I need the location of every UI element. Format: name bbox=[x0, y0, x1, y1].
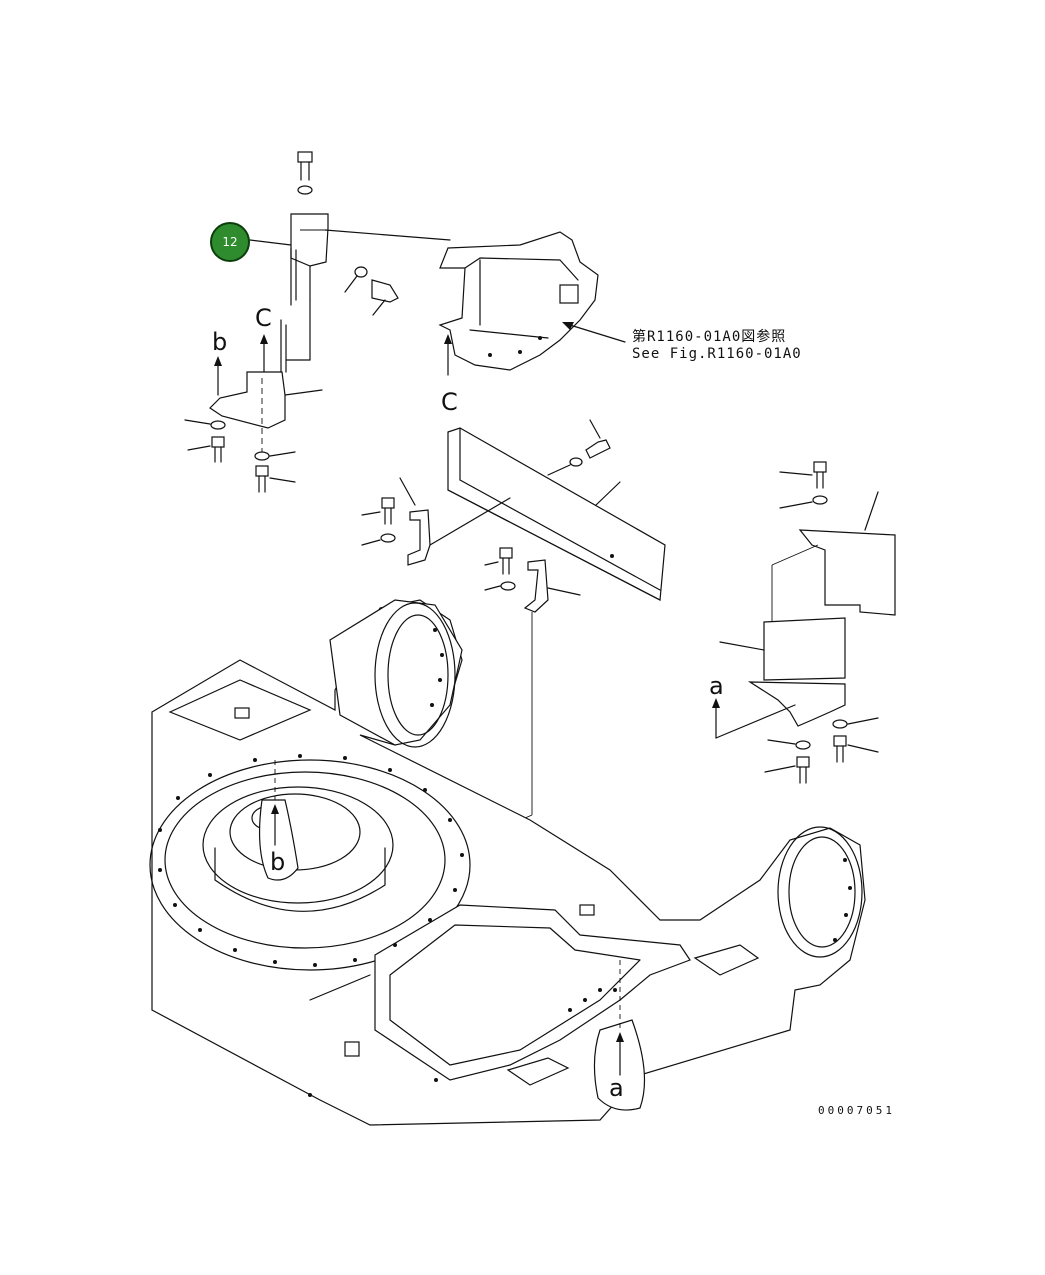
figure-reference-ja: 第R1160-01A0図参照 bbox=[632, 329, 787, 345]
side-bracket bbox=[184, 299, 323, 493]
view-letter-a-frame: a bbox=[609, 1074, 624, 1102]
cover-assembly bbox=[438, 231, 626, 376]
view-letter-b-frame: b bbox=[270, 848, 286, 876]
view-letter-a-right: a bbox=[709, 672, 724, 700]
part-number-callout[interactable]: 12 bbox=[210, 222, 250, 262]
view-letter-c-bottom: C bbox=[441, 388, 458, 416]
figure-reference-en: See Fig.R1160-01A0 bbox=[632, 346, 802, 362]
mid-brackets bbox=[361, 477, 581, 868]
channel-beam bbox=[447, 419, 666, 601]
bracket-assembly-12 bbox=[249, 151, 451, 316]
upper-frame bbox=[149, 599, 866, 1126]
document-number: 00007051 bbox=[818, 1104, 895, 1117]
right-cover-assembly bbox=[712, 461, 896, 784]
view-letter-b-top: b bbox=[212, 328, 228, 356]
view-letter-c-top: C bbox=[255, 304, 272, 332]
